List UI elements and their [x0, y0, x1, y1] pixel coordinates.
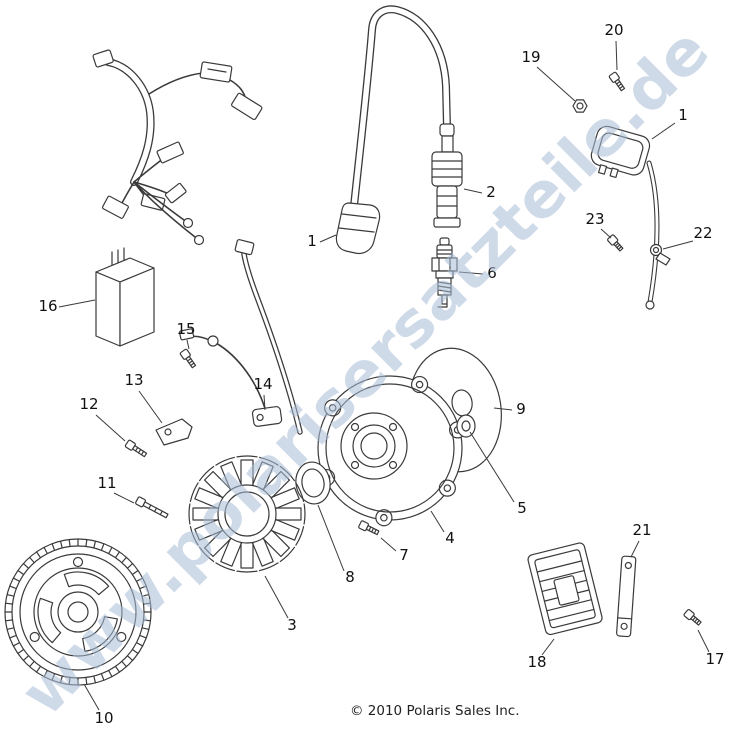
leader-line-5: [469, 431, 515, 503]
callout-6: 6: [487, 264, 497, 282]
leader-line-2: [463, 188, 483, 194]
leader-line-11: [113, 492, 135, 504]
leader-line-1-boot: [319, 234, 337, 243]
callout-1-boot: 1: [307, 232, 317, 250]
leader-line-15: [186, 339, 190, 350]
callout-17: 17: [705, 650, 724, 668]
callout-4: 4: [445, 529, 455, 547]
cdi-box: [95, 247, 155, 347]
magneto-cover: [317, 375, 467, 527]
cover-hub: [340, 412, 408, 480]
callout-3: 3: [287, 616, 297, 634]
leader-line-4: [430, 510, 445, 533]
callout-19: 19: [521, 48, 540, 66]
washer: [456, 414, 476, 438]
callout-15: 15: [176, 320, 195, 338]
leader-line-7: [380, 537, 397, 552]
ring-terminal: [182, 217, 194, 229]
callout-12: 12: [79, 395, 98, 413]
bolt-7: [358, 520, 380, 536]
leader-line-17: [697, 629, 710, 653]
harness-connector: [101, 195, 129, 219]
harness-connector: [231, 92, 263, 121]
pickup-coil-wire: [178, 328, 268, 416]
leader-line-22: [662, 240, 694, 250]
leader-line-9: [493, 407, 513, 411]
harness-connector: [156, 141, 184, 164]
flywheel: [4, 538, 152, 686]
bracket: [155, 418, 193, 446]
leader-line-13: [138, 390, 163, 424]
stator: [188, 455, 306, 573]
spark-plug: [431, 237, 458, 308]
cable-clamp: [649, 243, 671, 266]
coil-boot: [335, 202, 381, 255]
leader-line-1-coil: [651, 122, 676, 140]
copyright-text: © 2010 Polaris Sales Inc.: [350, 703, 519, 719]
coil-high-tension-lead: [645, 160, 660, 310]
spark-plug-cap: [431, 123, 463, 228]
harness-connector: [164, 182, 187, 204]
leader-line-8: [317, 504, 345, 572]
callout-14: 14: [253, 375, 272, 393]
callout-9: 9: [516, 400, 526, 418]
wiring-harness: [92, 49, 263, 246]
nut: [572, 99, 588, 113]
callout-18: 18: [527, 653, 546, 671]
leader-line-3: [264, 575, 289, 619]
leader-line-12: [95, 414, 126, 442]
callout-11: 11: [97, 474, 116, 492]
callout-2: 2: [486, 183, 496, 201]
leader-line-20: [615, 40, 618, 71]
callout-13: 13: [124, 371, 143, 389]
bolt-15: [179, 348, 197, 369]
mounting-bracket: [616, 555, 637, 638]
leader-line-6: [458, 271, 484, 275]
callout-5: 5: [517, 499, 527, 517]
callout-23: 23: [585, 210, 604, 228]
harness-connector: [199, 61, 233, 83]
bolt-20: [608, 71, 626, 92]
voltage-regulator: [527, 542, 603, 636]
leader-line-21: [630, 540, 640, 558]
callout-10: 10: [94, 709, 113, 727]
leader-line-23: [600, 228, 612, 239]
callout-22: 22: [693, 224, 712, 242]
callout-16: 16: [38, 297, 57, 315]
callout-1-coil: 1: [678, 106, 688, 124]
spark-plug-wire: [350, 5, 451, 210]
callout-20: 20: [604, 21, 623, 39]
leader-line-16: [58, 299, 96, 308]
bolt-17: [683, 608, 702, 626]
callout-8: 8: [345, 568, 355, 586]
callout-7: 7: [399, 546, 409, 564]
flywheel-ring-gear-teeth: [4, 538, 152, 686]
leader-line-19: [536, 66, 576, 102]
stator-lead-wire: [234, 239, 303, 435]
flywheel-slots: [37, 571, 118, 652]
bolt-12: [124, 439, 148, 458]
crankshaft-position-sensor: [251, 406, 283, 427]
oil-seal: [295, 461, 331, 505]
ignition-coil: [590, 125, 651, 179]
callout-21: 21: [632, 521, 651, 539]
leader-line-18: [541, 638, 555, 656]
leader-line-10: [83, 683, 100, 711]
ring-terminal: [193, 234, 205, 246]
leader-line-14: [263, 394, 266, 411]
bolt-11: [135, 496, 169, 519]
